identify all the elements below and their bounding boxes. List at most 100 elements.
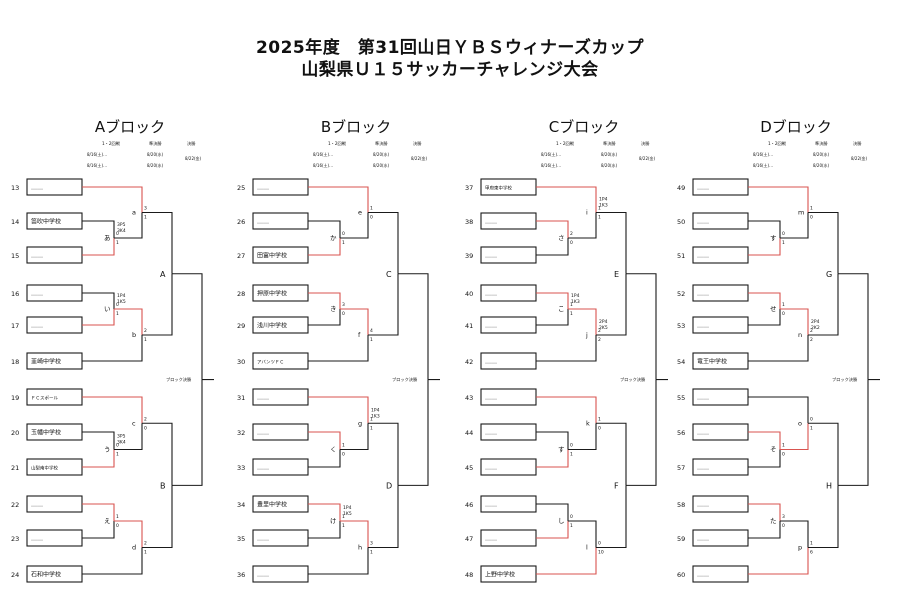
match-score: 1 (144, 337, 147, 343)
semifinal-line (142, 422, 173, 486)
team-name: …… (485, 465, 497, 472)
team-name: 笛吹中学校 (31, 218, 61, 226)
match-score: 6 (810, 550, 813, 556)
team-seed-number: 13 (11, 184, 19, 192)
match-line (536, 292, 569, 309)
schedule-round-head: 1・2回戦 (556, 140, 575, 147)
schedule-date: 8/20(水) (813, 162, 830, 168)
match-line (82, 396, 143, 424)
match-score: 2 (144, 328, 147, 334)
team-seed-number: 37 (465, 184, 473, 192)
match-line (748, 431, 781, 450)
match-line (780, 423, 809, 451)
match-score: 0 (810, 215, 813, 221)
match-score: 1 (810, 425, 813, 431)
match-label: m (798, 209, 804, 217)
semifinal-line (368, 273, 399, 336)
semifinal-line (596, 211, 627, 274)
match-label: こ (558, 305, 565, 313)
match-pk-score: 1K5 (117, 299, 126, 305)
team-seed-number: 29 (237, 322, 245, 330)
match-label: け (330, 517, 337, 525)
team-seed-number: 53 (677, 322, 685, 330)
semifinal-line (596, 273, 627, 336)
semifinal-label: E (614, 270, 619, 279)
team-name: …… (31, 323, 43, 330)
team-seed-number: 24 (11, 571, 19, 579)
team-name: …… (485, 291, 497, 298)
match-score: 1 (370, 206, 373, 212)
tournament-title: 2025年度 第31回山日ＹＢＳウィナーズカップ 山梨県Ｕ１５サッカーチャレンジ… (0, 37, 900, 81)
match-line (536, 521, 569, 539)
team-seed-number: 51 (677, 252, 685, 260)
team-seed-number: 36 (237, 571, 245, 579)
match-label: l (586, 544, 588, 552)
match-label: b (132, 331, 136, 339)
match-line (308, 292, 341, 309)
schedule-date: 8/22(金) (185, 155, 202, 161)
team-name: アバンツＦＣ (257, 360, 284, 366)
match-label: k (586, 419, 590, 427)
match-score: 1 (116, 514, 119, 520)
match-line (82, 547, 143, 575)
schedule-final-head: 決勝 (853, 140, 862, 147)
match-line (82, 449, 115, 468)
semifinal-label: A (160, 270, 166, 279)
match-score: 0 (342, 452, 345, 458)
match-line (308, 503, 341, 521)
match-line (114, 423, 143, 451)
match-line (536, 186, 597, 213)
match-score: 0 (342, 311, 345, 317)
match-line (568, 212, 597, 239)
match-score: 1 (782, 302, 785, 308)
team-seed-number: 52 (677, 290, 685, 298)
team-seed-number: 35 (237, 535, 245, 543)
team-name: …… (697, 185, 709, 192)
match-line (536, 547, 597, 575)
team-name: 上野中学校 (485, 571, 515, 579)
match-line (308, 335, 369, 362)
match-line (536, 431, 569, 450)
semifinal-line (368, 211, 399, 274)
match-score: 1 (342, 240, 345, 246)
team-name: …… (257, 465, 269, 472)
team-seed-number: 32 (237, 429, 245, 437)
match-score: 0 (782, 523, 785, 529)
team-name: …… (485, 536, 497, 543)
match-line (308, 186, 369, 213)
match-score: 3 (782, 514, 785, 520)
final-line (626, 273, 657, 380)
semifinal-label: B (160, 481, 166, 490)
match-score: 1 (116, 452, 119, 458)
match-score: 1 (810, 541, 813, 547)
semifinal-line (596, 422, 627, 486)
match-label: n (798, 331, 802, 339)
match-line (568, 308, 597, 335)
block-final-label: ブロック決勝 (832, 376, 858, 383)
match-line (114, 308, 143, 335)
team-seed-number: 46 (465, 501, 473, 509)
match-label: d (132, 544, 136, 552)
semifinal-line (808, 485, 839, 549)
schedule-round-head: 1・2回戦 (102, 140, 121, 147)
match-pk-score: 1P4 (117, 293, 126, 299)
match-line (308, 396, 369, 424)
match-line (82, 238, 115, 256)
block-d: Dブロック1・2回戦8/16(土)…8/16(土)…準決勝8/20(水)8/20… (677, 118, 880, 583)
match-line (748, 292, 781, 309)
team-seed-number: 27 (237, 252, 245, 260)
match-score: 1 (598, 206, 601, 212)
team-seed-number: 56 (677, 429, 685, 437)
team-name: 韮崎中学校 (31, 358, 61, 366)
match-line (536, 238, 569, 256)
team-name: 田富中学校 (257, 252, 287, 260)
team-seed-number: 14 (11, 218, 19, 226)
match-line (748, 238, 781, 256)
match-label: o (798, 419, 802, 427)
match-line (308, 238, 341, 256)
match-line (340, 212, 369, 239)
match-score: 1 (144, 550, 147, 556)
match-score: 0 (782, 311, 785, 317)
block-title: Bブロック (321, 118, 391, 136)
team-seed-number: 60 (677, 571, 685, 579)
